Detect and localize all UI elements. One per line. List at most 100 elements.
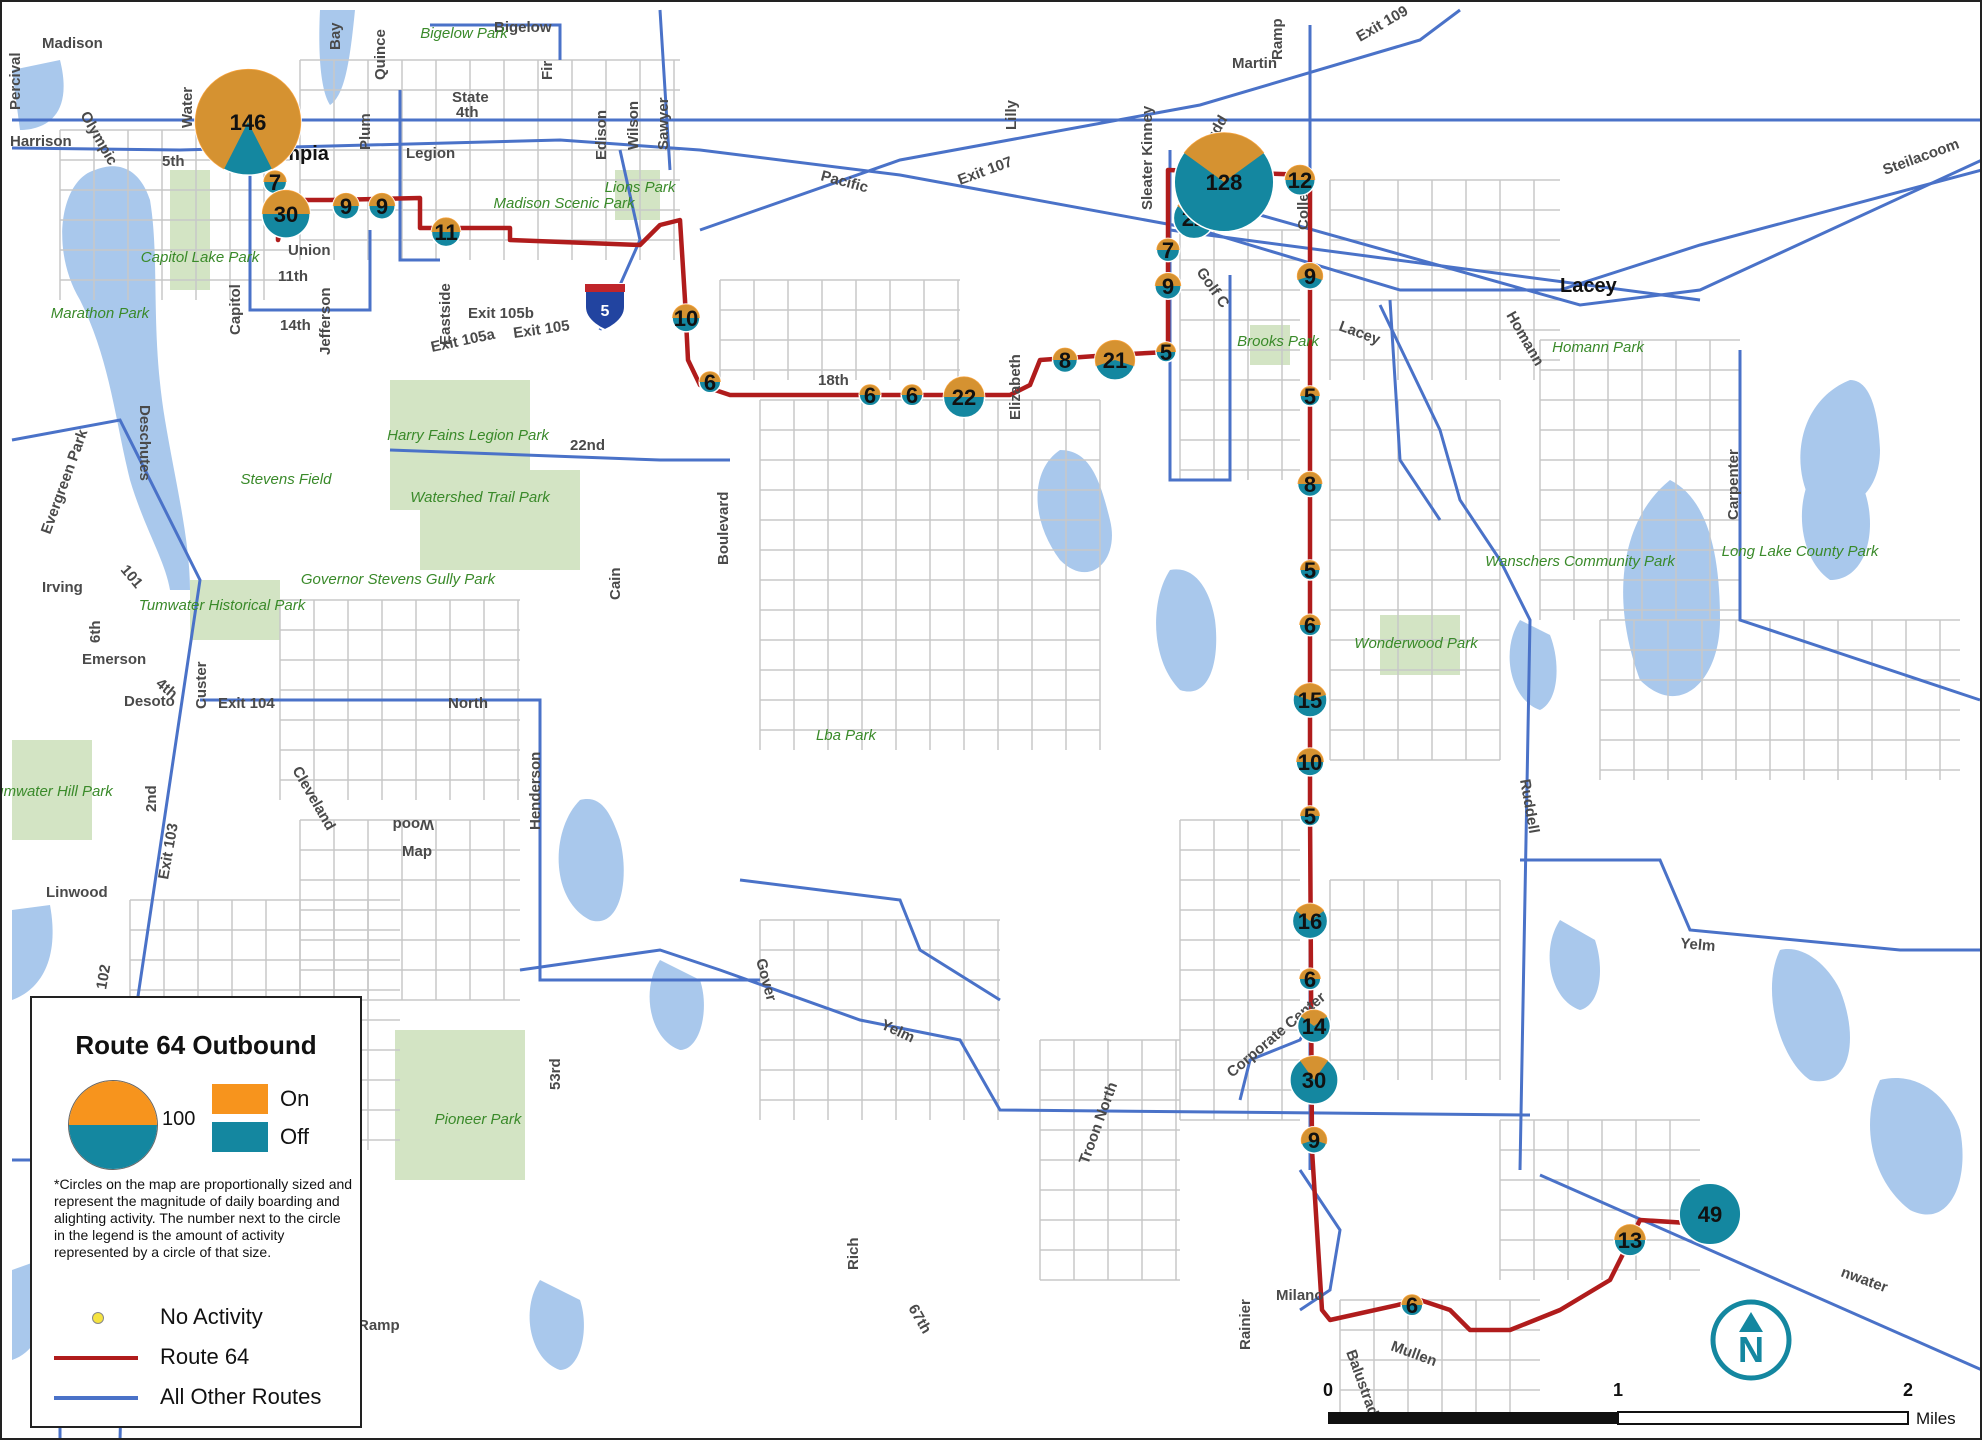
stop-circle: 12 [1284, 164, 1316, 196]
street-label: Water [179, 87, 196, 128]
stop-count-label: 146 [230, 110, 267, 135]
stop-circle: 21 [1094, 339, 1136, 381]
stop-count-label: 7 [1162, 238, 1174, 263]
stop-count-label: 6 [1304, 967, 1316, 992]
street-label: Ramp [1269, 18, 1286, 60]
stop-count-label: 11 [434, 220, 457, 245]
street-label: Capitol [227, 284, 244, 335]
park-label: Watershed Trail Park [410, 489, 551, 506]
park-tumwater-hill [12, 740, 92, 840]
no-activity-dot-icon [92, 1312, 104, 1324]
park-label: Wanschers Community Park [1485, 553, 1676, 570]
park-label: Marathon Park [51, 305, 151, 322]
lake-south [529, 1280, 584, 1370]
street-label: Edison [593, 110, 610, 160]
legend-title: Route 64 Outbound [75, 1030, 317, 1060]
park-label: Lions Park [605, 179, 677, 196]
street-label: Jefferson [317, 287, 334, 355]
stop-circle: 5 [1299, 384, 1321, 409]
place-label: Lacey [1560, 275, 1618, 297]
street-label: Rich [845, 1237, 862, 1270]
stop-count-label: 8 [1059, 348, 1071, 373]
stop-circle: 22 [942, 375, 986, 419]
scale-bar-segment-dark [1328, 1412, 1618, 1424]
street-label: Desoto [124, 693, 175, 710]
legend-circle-off-half [69, 1125, 157, 1169]
stop-circle: 9 [1154, 272, 1182, 300]
street-label: Milano [1276, 1287, 1324, 1304]
street-label: Wood [393, 816, 434, 833]
street-label: Emerson [82, 651, 146, 668]
street-label: Quince [372, 29, 389, 80]
stop-count-label: 6 [1406, 1293, 1418, 1318]
interstate-5-shield-icon: 5 [584, 283, 626, 332]
stop-circle: 6 [1298, 967, 1322, 992]
park-brooks [1250, 325, 1290, 365]
stop-circle: 128 [1173, 131, 1275, 233]
lake-hicks-east [1801, 460, 1870, 580]
stop-count-label: 9 [340, 194, 352, 219]
park-label: Bigelow Park [420, 25, 509, 42]
park-label: Capitol Lake Park [141, 249, 261, 266]
stop-circle: 9 [1296, 262, 1324, 290]
park-label: Harry Fains Legion Park [387, 427, 550, 444]
park-label: Wonderwood Park [1354, 635, 1479, 652]
stop-circle: 6 [1298, 613, 1322, 638]
street-label: Linwood [46, 884, 108, 901]
legend-circle-on-half [69, 1081, 157, 1125]
legend-other-routes-label: All Other Routes [160, 1384, 322, 1409]
street-label: Eastside [437, 283, 454, 345]
park-label: Tumwater Historical Park [139, 597, 307, 614]
stop-circle: 10 [1295, 747, 1325, 777]
street-label: Deschutes [136, 405, 153, 481]
legend-on-label: On [280, 1086, 310, 1111]
street-label: Ramp [358, 1317, 400, 1334]
stop-count-label: 14 [1302, 1014, 1327, 1039]
stop-count-label: 5 [1160, 340, 1172, 365]
shield-number: 5 [601, 303, 610, 320]
lake-hicks [1156, 569, 1217, 692]
lake-pattison-north [1771, 949, 1850, 1082]
street-label: 18th [818, 372, 849, 389]
stop-circle: 11 [430, 216, 462, 248]
street-label: Legion [406, 145, 455, 162]
park-label: Tumwater Hill Park [0, 783, 114, 800]
stop-count-label: 10 [674, 306, 698, 331]
stop-circle: 49 [1678, 1182, 1742, 1246]
park-watershed [420, 470, 580, 570]
park-label: Brooks Park [1237, 333, 1320, 350]
street-label: Cain [607, 567, 624, 600]
other-routes-line-icon [54, 1396, 138, 1400]
street-label: 14th [280, 317, 311, 334]
stop-count-label: 5 [1304, 804, 1316, 829]
stop-circle: 5 [1155, 340, 1177, 365]
stop-circle: 7 [1155, 237, 1181, 263]
street-label: Plum [357, 113, 374, 150]
stop-count-label: 5 [1304, 384, 1316, 409]
street-label: Irving [42, 579, 83, 596]
stop-circle: 30 [261, 189, 311, 239]
stop-circle: 14 [1296, 1008, 1332, 1044]
street-label: Fir [539, 61, 556, 80]
street-label: Bay [327, 22, 344, 50]
stop-activity-circles: 1467309911106662282159722128129585615105… [194, 68, 1742, 1318]
street-label: Union [288, 242, 331, 259]
stop-count-label: 9 [1162, 274, 1174, 299]
street-label: Elizabeth [1007, 354, 1024, 420]
street-label: Sleater Kinney [1139, 105, 1156, 210]
stop-circle: 16 [1291, 902, 1329, 940]
stop-circle: 8 [1296, 470, 1324, 498]
lake-hewitt [1549, 920, 1600, 1010]
lake-west-edge [12, 905, 53, 1000]
street-label: Percival [7, 52, 24, 110]
stop-count-label: 128 [1206, 170, 1243, 195]
stop-count-label: 5 [1304, 558, 1316, 583]
legend-on-swatch [212, 1084, 268, 1114]
legend-off-swatch [212, 1122, 268, 1152]
street-label: Exit 104 [218, 695, 275, 712]
park-label: Homann Park [1552, 339, 1645, 356]
street-label: Yelm [1680, 935, 1716, 955]
street-label: 6th [87, 621, 104, 644]
